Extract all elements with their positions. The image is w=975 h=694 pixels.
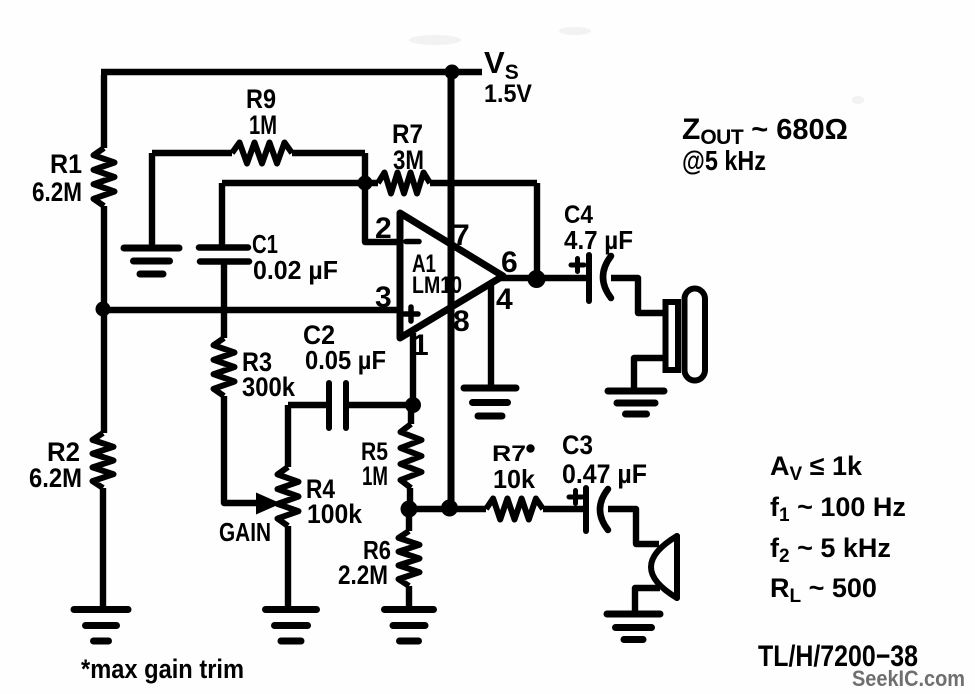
svg-text:0.02 µF: 0.02 µF [253, 255, 338, 285]
svg-text:3M: 3M [393, 145, 424, 175]
svg-text:R5: R5 [361, 438, 388, 466]
svg-text:f1 ~ 100 Hz: f1 ~ 100 Hz [770, 492, 906, 526]
svg-text:3: 3 [375, 281, 392, 314]
svg-text:1M: 1M [362, 461, 388, 491]
svg-text:C2: C2 [303, 320, 335, 350]
svg-text:1.5V: 1.5V [484, 80, 532, 108]
svg-text:R6: R6 [363, 535, 391, 565]
svg-text:8: 8 [453, 305, 470, 338]
svg-text:0.05 µF: 0.05 µF [305, 345, 386, 375]
svg-text:RL ~ 500: RL ~ 500 [770, 573, 877, 607]
svg-text:4: 4 [496, 283, 513, 316]
svg-text:2.2M: 2.2M [338, 560, 388, 590]
svg-text:R4: R4 [306, 474, 335, 504]
svg-text:R7: R7 [392, 119, 423, 149]
svg-text:LM10: LM10 [412, 272, 462, 299]
svg-text:AV ≤ 1k: AV ≤ 1k [770, 451, 863, 485]
svg-text:0.47 µF: 0.47 µF [562, 459, 647, 489]
svg-text:1M: 1M [249, 110, 277, 140]
svg-text:@5 kHz: @5 kHz [682, 145, 766, 176]
svg-text:10k: 10k [493, 464, 536, 494]
svg-text:R7: R7 [492, 441, 526, 466]
svg-text:SeekIC.com: SeekIC.com [852, 666, 965, 691]
svg-text:100k: 100k [307, 499, 363, 529]
svg-text:2: 2 [375, 212, 392, 245]
svg-text:6: 6 [501, 246, 518, 279]
svg-text:TL/H/7200−38: TL/H/7200−38 [758, 640, 918, 673]
svg-text:*max gain trim: *max gain trim [81, 654, 244, 684]
svg-text:4.7 µF: 4.7 µF [564, 225, 633, 255]
svg-text:C3: C3 [562, 430, 593, 460]
svg-text:C1: C1 [252, 229, 278, 259]
svg-text:7: 7 [453, 219, 470, 252]
svg-text:C4: C4 [564, 201, 593, 229]
svg-text:R2: R2 [47, 437, 80, 467]
svg-text:R1: R1 [50, 149, 82, 179]
svg-text:6.2M: 6.2M [32, 177, 82, 207]
svg-text:GAIN: GAIN [219, 517, 271, 547]
svg-text:6.2M: 6.2M [29, 463, 82, 493]
svg-text:R9: R9 [246, 84, 276, 114]
svg-text:f2 ~ 5 kHz: f2 ~ 5 kHz [770, 533, 891, 567]
svg-text:1: 1 [412, 329, 429, 362]
svg-text:300k: 300k [242, 372, 296, 402]
svg-text:A1: A1 [412, 250, 436, 278]
svg-text:R3: R3 [242, 347, 272, 377]
